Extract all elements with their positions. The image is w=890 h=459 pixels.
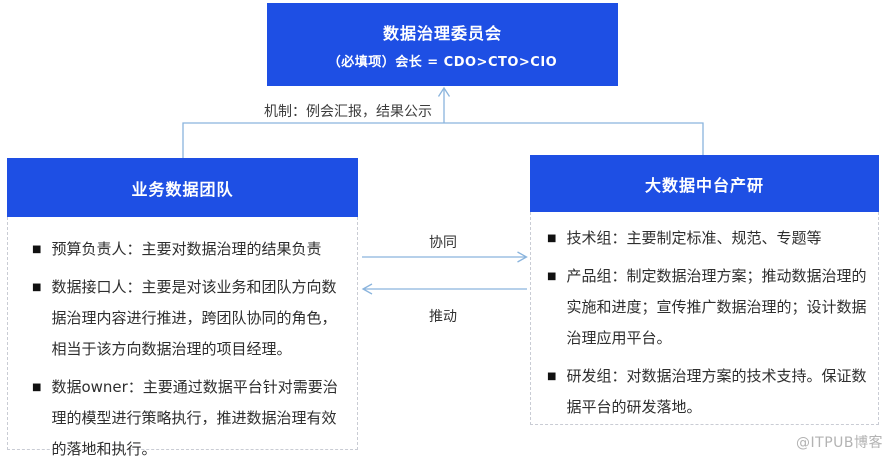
bigdata-platform-title: 大数据中台产研 (530, 155, 879, 212)
business-data-team-body: ■ 预算负责人：主要对数据治理的结果负责 ■ 数据接口人：主要是对该业务和团队方… (7, 217, 358, 458)
bullet-square-icon: ■ (32, 282, 42, 293)
bullet-square-icon: ■ (547, 371, 557, 382)
collaborate-label: 协同 (429, 235, 457, 251)
bullet-text: 数据owner：主要通过数据平台针对需要治理的模型进行策略执行，推进数据治理有效… (51, 378, 338, 458)
bigdata-platform-panel: 大数据中台产研 ■ 技术组：主要制定标准、规范、专题等 ■ 产品组：制定数据治理… (530, 155, 879, 425)
bullet-text: 研发组：对数据治理方案的技术支持。保证数据平台的研发落地。 (566, 367, 867, 416)
business-data-team-title: 业务数据团队 (7, 158, 358, 217)
list-item: ■ 数据owner：主要通过数据平台针对需要治理的模型进行策略执行，推进数据治理… (32, 372, 345, 459)
bullet-text: 数据接口人：主要是对该业务和团队方向数据治理内容进行推进，跨团队协同的角色，相当… (51, 278, 337, 358)
bullet-square-icon: ■ (32, 244, 42, 255)
bracket-line (182, 122, 704, 158)
list-item: ■ 研发组：对数据治理方案的技术支持。保证数据平台的研发落地。 (547, 361, 868, 423)
bullet-square-icon: ■ (32, 382, 42, 393)
committee-subtitle: （必填项）会长 = CDO>CTO>CIO (327, 54, 558, 70)
list-item: ■ 产品组：制定数据治理方案；推动数据治理的实施和进度；宣传推广数据治理的；设计… (547, 261, 868, 354)
committee-title: 数据治理委员会 (382, 23, 502, 43)
watermark: @ITPUB博客 (796, 435, 883, 451)
up-arrowhead-icon (437, 86, 451, 97)
list-item: ■ 数据接口人：主要是对该业务和团队方向数据治理内容进行推进，跨团队协同的角色，… (32, 272, 345, 365)
committee-box: 数据治理委员会 （必填项）会长 = CDO>CTO>CIO (267, 3, 618, 86)
business-data-team-panel: 业务数据团队 ■ 预算负责人：主要对数据治理的结果负责 ■ 数据接口人：主要是对… (7, 158, 358, 458)
bullet-text: 产品组：制定数据治理方案；推动数据治理的实施和进度；宣传推广数据治理的；设计数据… (566, 267, 867, 347)
list-item: ■ 技术组：主要制定标准、规范、专题等 (547, 223, 868, 254)
mechanism-label: 机制：例会汇报，结果公示 (264, 104, 432, 120)
right-arrowhead-icon (517, 251, 528, 263)
bullet-text: 预算负责人：主要对数据治理的结果负责 (51, 240, 322, 258)
push-label: 推动 (429, 309, 457, 325)
bullet-square-icon: ■ (547, 233, 557, 244)
bullet-text: 技术组：主要制定标准、规范、专题等 (566, 229, 822, 247)
list-item: ■ 预算负责人：主要对数据治理的结果负责 (32, 234, 345, 265)
bullet-square-icon: ■ (547, 271, 557, 282)
left-arrowhead-icon (361, 283, 373, 295)
bigdata-platform-body: ■ 技术组：主要制定标准、规范、专题等 ■ 产品组：制定数据治理方案；推动数据治… (530, 212, 879, 425)
